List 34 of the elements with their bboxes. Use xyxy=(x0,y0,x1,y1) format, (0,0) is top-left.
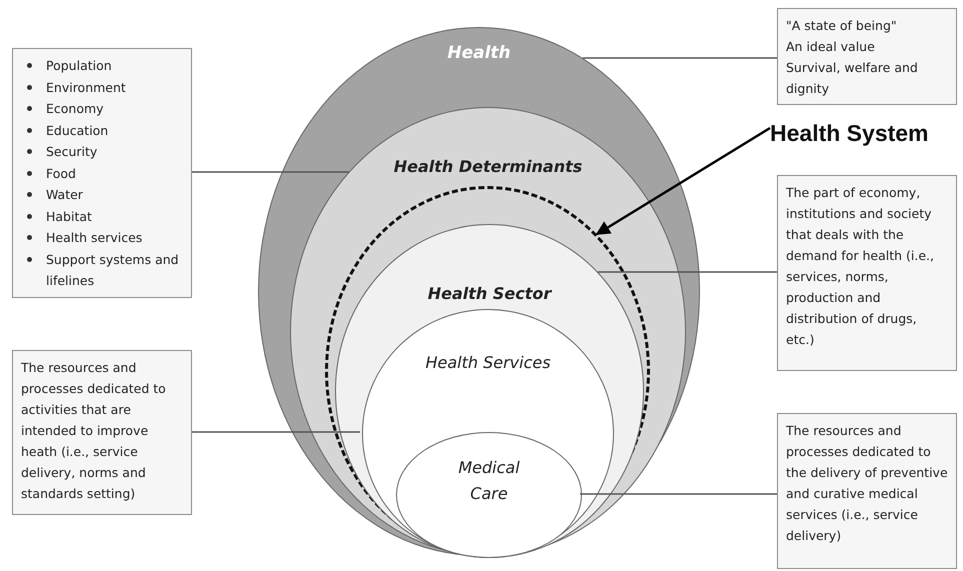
box-text: The part of economy, institutions and society that deals with the demand for health (i.e., services, norms, production and distribution of drugs, etc.) xyxy=(786,184,935,349)
box-text: An ideal value xyxy=(786,38,876,56)
dashed-boundary xyxy=(325,186,650,556)
box-text: The resources and processes dedicated to the delivery of preventive and curative medical services (i.e., service delivery) xyxy=(786,422,948,545)
list-item: Food xyxy=(46,164,76,182)
list-item: Habitat xyxy=(46,208,92,226)
text-box xyxy=(777,413,957,569)
heading-label: Health System xyxy=(770,116,962,150)
text-box xyxy=(12,48,192,298)
ellipse-label: Health xyxy=(447,42,511,65)
list-item: Environment xyxy=(46,78,126,96)
list-item: Security xyxy=(46,143,98,161)
ellipse-label: Medical Care xyxy=(457,457,521,505)
list-item: Education xyxy=(46,122,108,140)
list-item: Support systems and lifelines xyxy=(46,250,180,290)
connector-line xyxy=(192,431,360,433)
box-text: The resources and processes dedicated to activities that are intended to improve heath (i.e., service delivery, norms and standards setting) xyxy=(21,359,167,503)
list-item: Economy xyxy=(46,100,104,118)
box-text: Survival, welfare and dignity xyxy=(786,59,919,98)
connector-line xyxy=(582,57,777,59)
ellipse-label: Health Services xyxy=(425,352,551,374)
list-item: Health services xyxy=(46,229,142,247)
arrow xyxy=(596,126,771,236)
ellipse-label: Health Sector xyxy=(428,283,552,305)
box-text: "A state of being" xyxy=(786,17,898,35)
ellipse-label: Health Determinants xyxy=(394,156,582,178)
list-item: Population xyxy=(46,57,112,75)
text-box xyxy=(12,350,192,515)
connector-line xyxy=(598,271,777,273)
connector-line xyxy=(192,171,349,173)
list-item: Water xyxy=(46,186,83,204)
text-box xyxy=(777,8,957,105)
connector-line xyxy=(580,493,777,495)
text-box xyxy=(777,175,957,371)
